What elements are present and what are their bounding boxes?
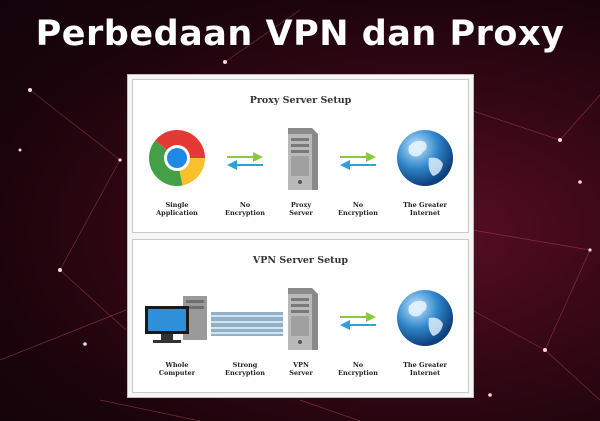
diagram-panel: Proxy Server Setup xyxy=(127,74,474,398)
server-tower-icon xyxy=(288,288,318,350)
bidirectional-arrows-icon xyxy=(340,312,376,330)
label-proxy-server: Proxy Server xyxy=(289,201,313,217)
proxy-setup-title: Proxy Server Setup xyxy=(249,95,352,106)
bidirectional-arrows-icon xyxy=(227,152,263,170)
label-no-encryption: No Encryption xyxy=(338,361,378,377)
label-strong-encryption: Strong Encryption xyxy=(225,361,265,377)
server-tower-icon xyxy=(288,128,318,190)
label-single-application: Single Application xyxy=(156,201,198,217)
desktop-computer-icon xyxy=(145,296,207,343)
globe-icon xyxy=(397,290,453,346)
proxy-setup-section: Proxy Server Setup xyxy=(132,79,469,233)
label-whole-computer: Whole Computer xyxy=(158,361,196,377)
label-no-encryption: No Encryption xyxy=(338,201,378,217)
encryption-tunnel-icon xyxy=(211,312,283,336)
label-greater-internet: The Greater Internet xyxy=(403,201,447,217)
vpn-setup-title: VPN Server Setup xyxy=(252,255,349,266)
bidirectional-arrows-icon xyxy=(340,152,376,170)
vpn-setup-section: VPN Server Setup xyxy=(132,239,469,393)
chrome-browser-icon xyxy=(149,130,205,186)
label-no-encryption: No Encryption xyxy=(225,201,265,217)
label-greater-internet: The Greater Internet xyxy=(403,361,447,377)
page-title: Perbedaan VPN dan Proxy xyxy=(35,14,565,54)
globe-icon xyxy=(397,130,453,186)
label-vpn-server: VPN Server xyxy=(289,361,313,377)
